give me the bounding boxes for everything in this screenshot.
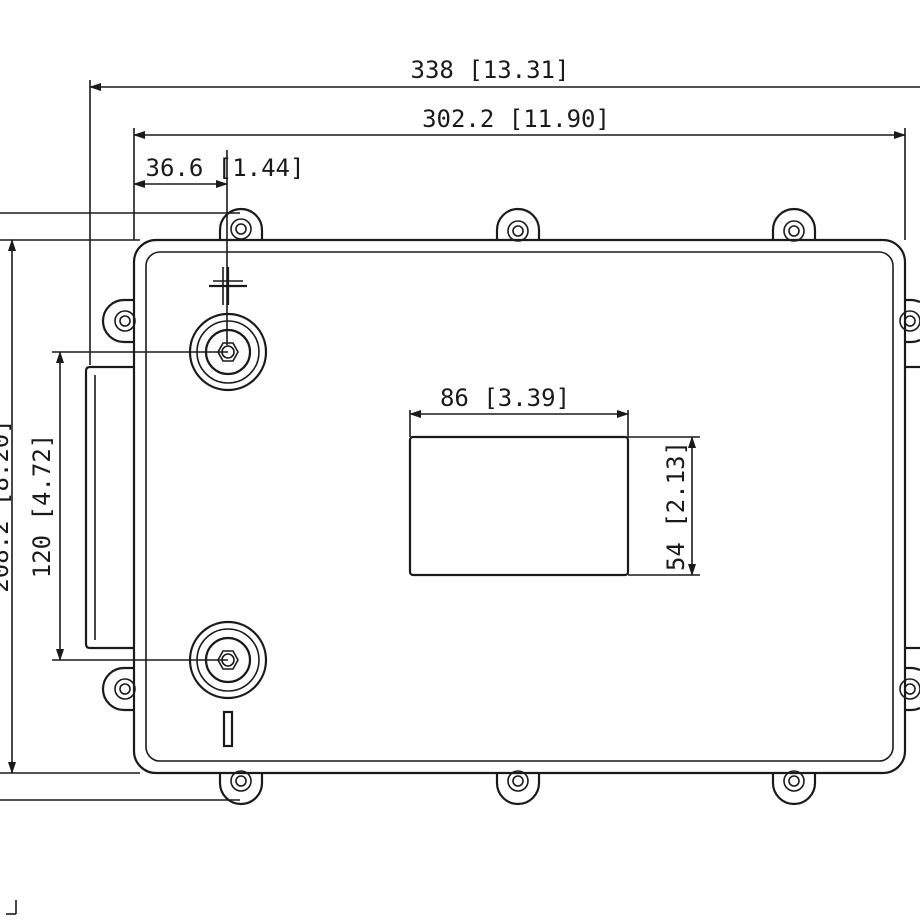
mount-ear-top-right bbox=[771, 207, 817, 242]
label-area bbox=[408, 435, 630, 577]
label-width-label: 86 [3.39] bbox=[440, 384, 570, 412]
positive-symbol-icon bbox=[209, 267, 247, 305]
dimension-body-length: 302.2 [11.90] bbox=[133, 105, 906, 240]
terminal-offset-label: 36.6 [1.44] bbox=[146, 154, 305, 182]
overall-length-label: 338 [13.31] bbox=[411, 56, 570, 84]
label-height-label: 54 [2.13] bbox=[662, 441, 690, 571]
negative-symbol-icon bbox=[222, 710, 234, 748]
positive-terminal bbox=[188, 312, 268, 392]
dimension-terminal-spacing: 120 [4.72] bbox=[28, 351, 228, 661]
mount-ear-left-bottom bbox=[101, 666, 136, 712]
mount-ear-left-top bbox=[101, 298, 136, 344]
mount-ear-top-left bbox=[218, 207, 264, 240]
bottom-partial-marker bbox=[6, 900, 17, 915]
dimension-label-width: 86 [3.39] bbox=[409, 384, 629, 437]
right-side-bracket bbox=[905, 365, 920, 650]
dimension-overall-height: 208.2 [8.20] bbox=[0, 212, 240, 801]
mount-ear-bottom-right bbox=[771, 770, 817, 806]
mount-ear-right-bottom bbox=[899, 666, 920, 712]
mounting-ears bbox=[101, 207, 920, 806]
mount-ear-top-middle bbox=[495, 207, 541, 242]
left-side-bracket bbox=[84, 365, 134, 650]
mount-ear-right-top bbox=[899, 298, 920, 344]
dimension-overall-length: 338 [13.31] bbox=[89, 56, 920, 365]
battery-body bbox=[132, 238, 907, 775]
dimension-label-height: 54 [2.13] bbox=[628, 436, 700, 576]
mount-ear-bottom-middle bbox=[495, 770, 541, 806]
mount-ear-bottom-left bbox=[218, 770, 264, 806]
overall-height-label: 208.2 [8.20] bbox=[0, 419, 14, 592]
body-length-label: 302.2 [11.90] bbox=[422, 105, 610, 133]
terminal-spacing-label: 120 [4.72] bbox=[28, 434, 56, 579]
negative-terminal bbox=[188, 620, 268, 700]
dimension-terminal-offset: 36.6 [1.44] bbox=[133, 150, 305, 345]
